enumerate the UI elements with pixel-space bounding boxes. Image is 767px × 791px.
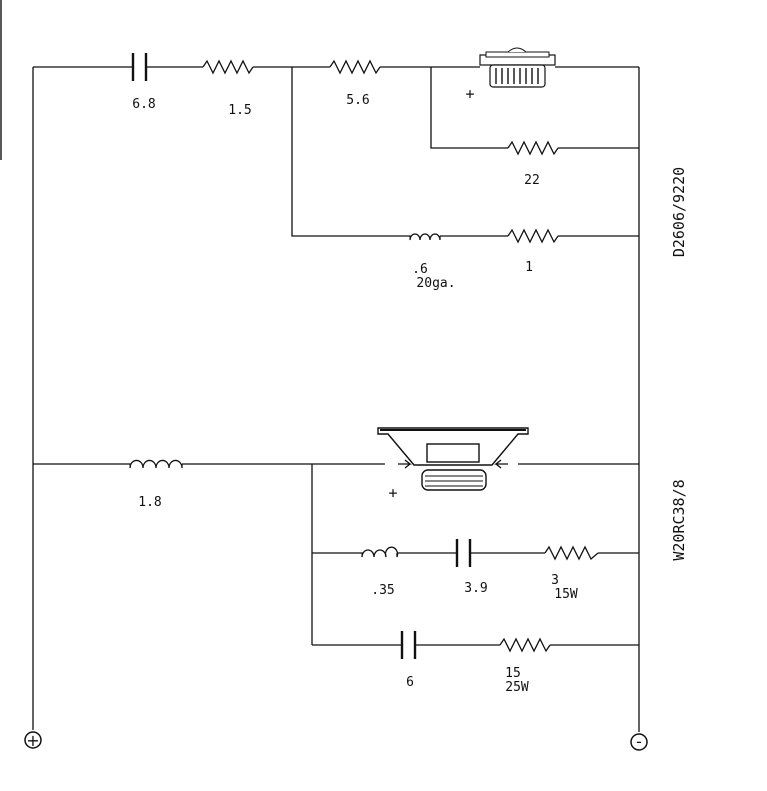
resistor-1 [507, 228, 559, 244]
inductor-0-6-label: .6 [412, 262, 428, 277]
tweeter-polarity-label: + [465, 85, 474, 103]
woofer-driver-icon [377, 427, 529, 491]
inductor-0-6 [405, 233, 441, 241]
positive-terminal-label: + [26, 731, 39, 750]
resistor-5-6-label: 5.6 [346, 93, 369, 108]
capacitor-6 [400, 631, 417, 659]
tweeter-model-label: D2606/9220 [670, 167, 688, 257]
resistor-15 [499, 637, 551, 653]
capacitor-3-9-label: 3.9 [464, 581, 487, 596]
negative-terminal-label: - [636, 732, 642, 751]
capacitor-6-label: 6 [406, 675, 414, 690]
resistor-3 [544, 545, 599, 561]
capacitor-3-9 [455, 539, 472, 567]
resistor-15-watt-label: 25W [505, 680, 529, 695]
resistor-1-5-label: 1.5 [228, 103, 251, 118]
inductor-0-35-label: .35 [371, 583, 394, 598]
woofer-model-label: W20RC38/8 [670, 479, 688, 560]
woofer-polarity-label: + [388, 484, 397, 502]
resistor-5-6 [329, 59, 381, 75]
negative-terminal-icon [630, 733, 648, 751]
resistor-1-label: 1 [525, 260, 533, 275]
positive-terminal-icon [24, 731, 42, 749]
wires [32, 66, 640, 732]
resistor-3-label: 3 [551, 573, 559, 588]
inductor-0-6-gauge-label: 20ga. [416, 276, 455, 291]
inductor-1-8 [125, 459, 183, 469]
capacitor-6-8-label: 6.8 [132, 97, 155, 112]
resistor-1-5 [202, 59, 254, 75]
inductor-1-8-label: 1.8 [138, 495, 161, 510]
tweeter-driver-icon [479, 47, 556, 88]
resistor-22-label: 22 [524, 173, 540, 188]
inductor-0-35 [358, 546, 399, 558]
resistor-22 [507, 140, 559, 156]
resistor-3-watt-label: 15W [554, 587, 578, 602]
resistor-15-label: 15 [505, 666, 521, 681]
capacitor-6-8 [131, 53, 148, 81]
